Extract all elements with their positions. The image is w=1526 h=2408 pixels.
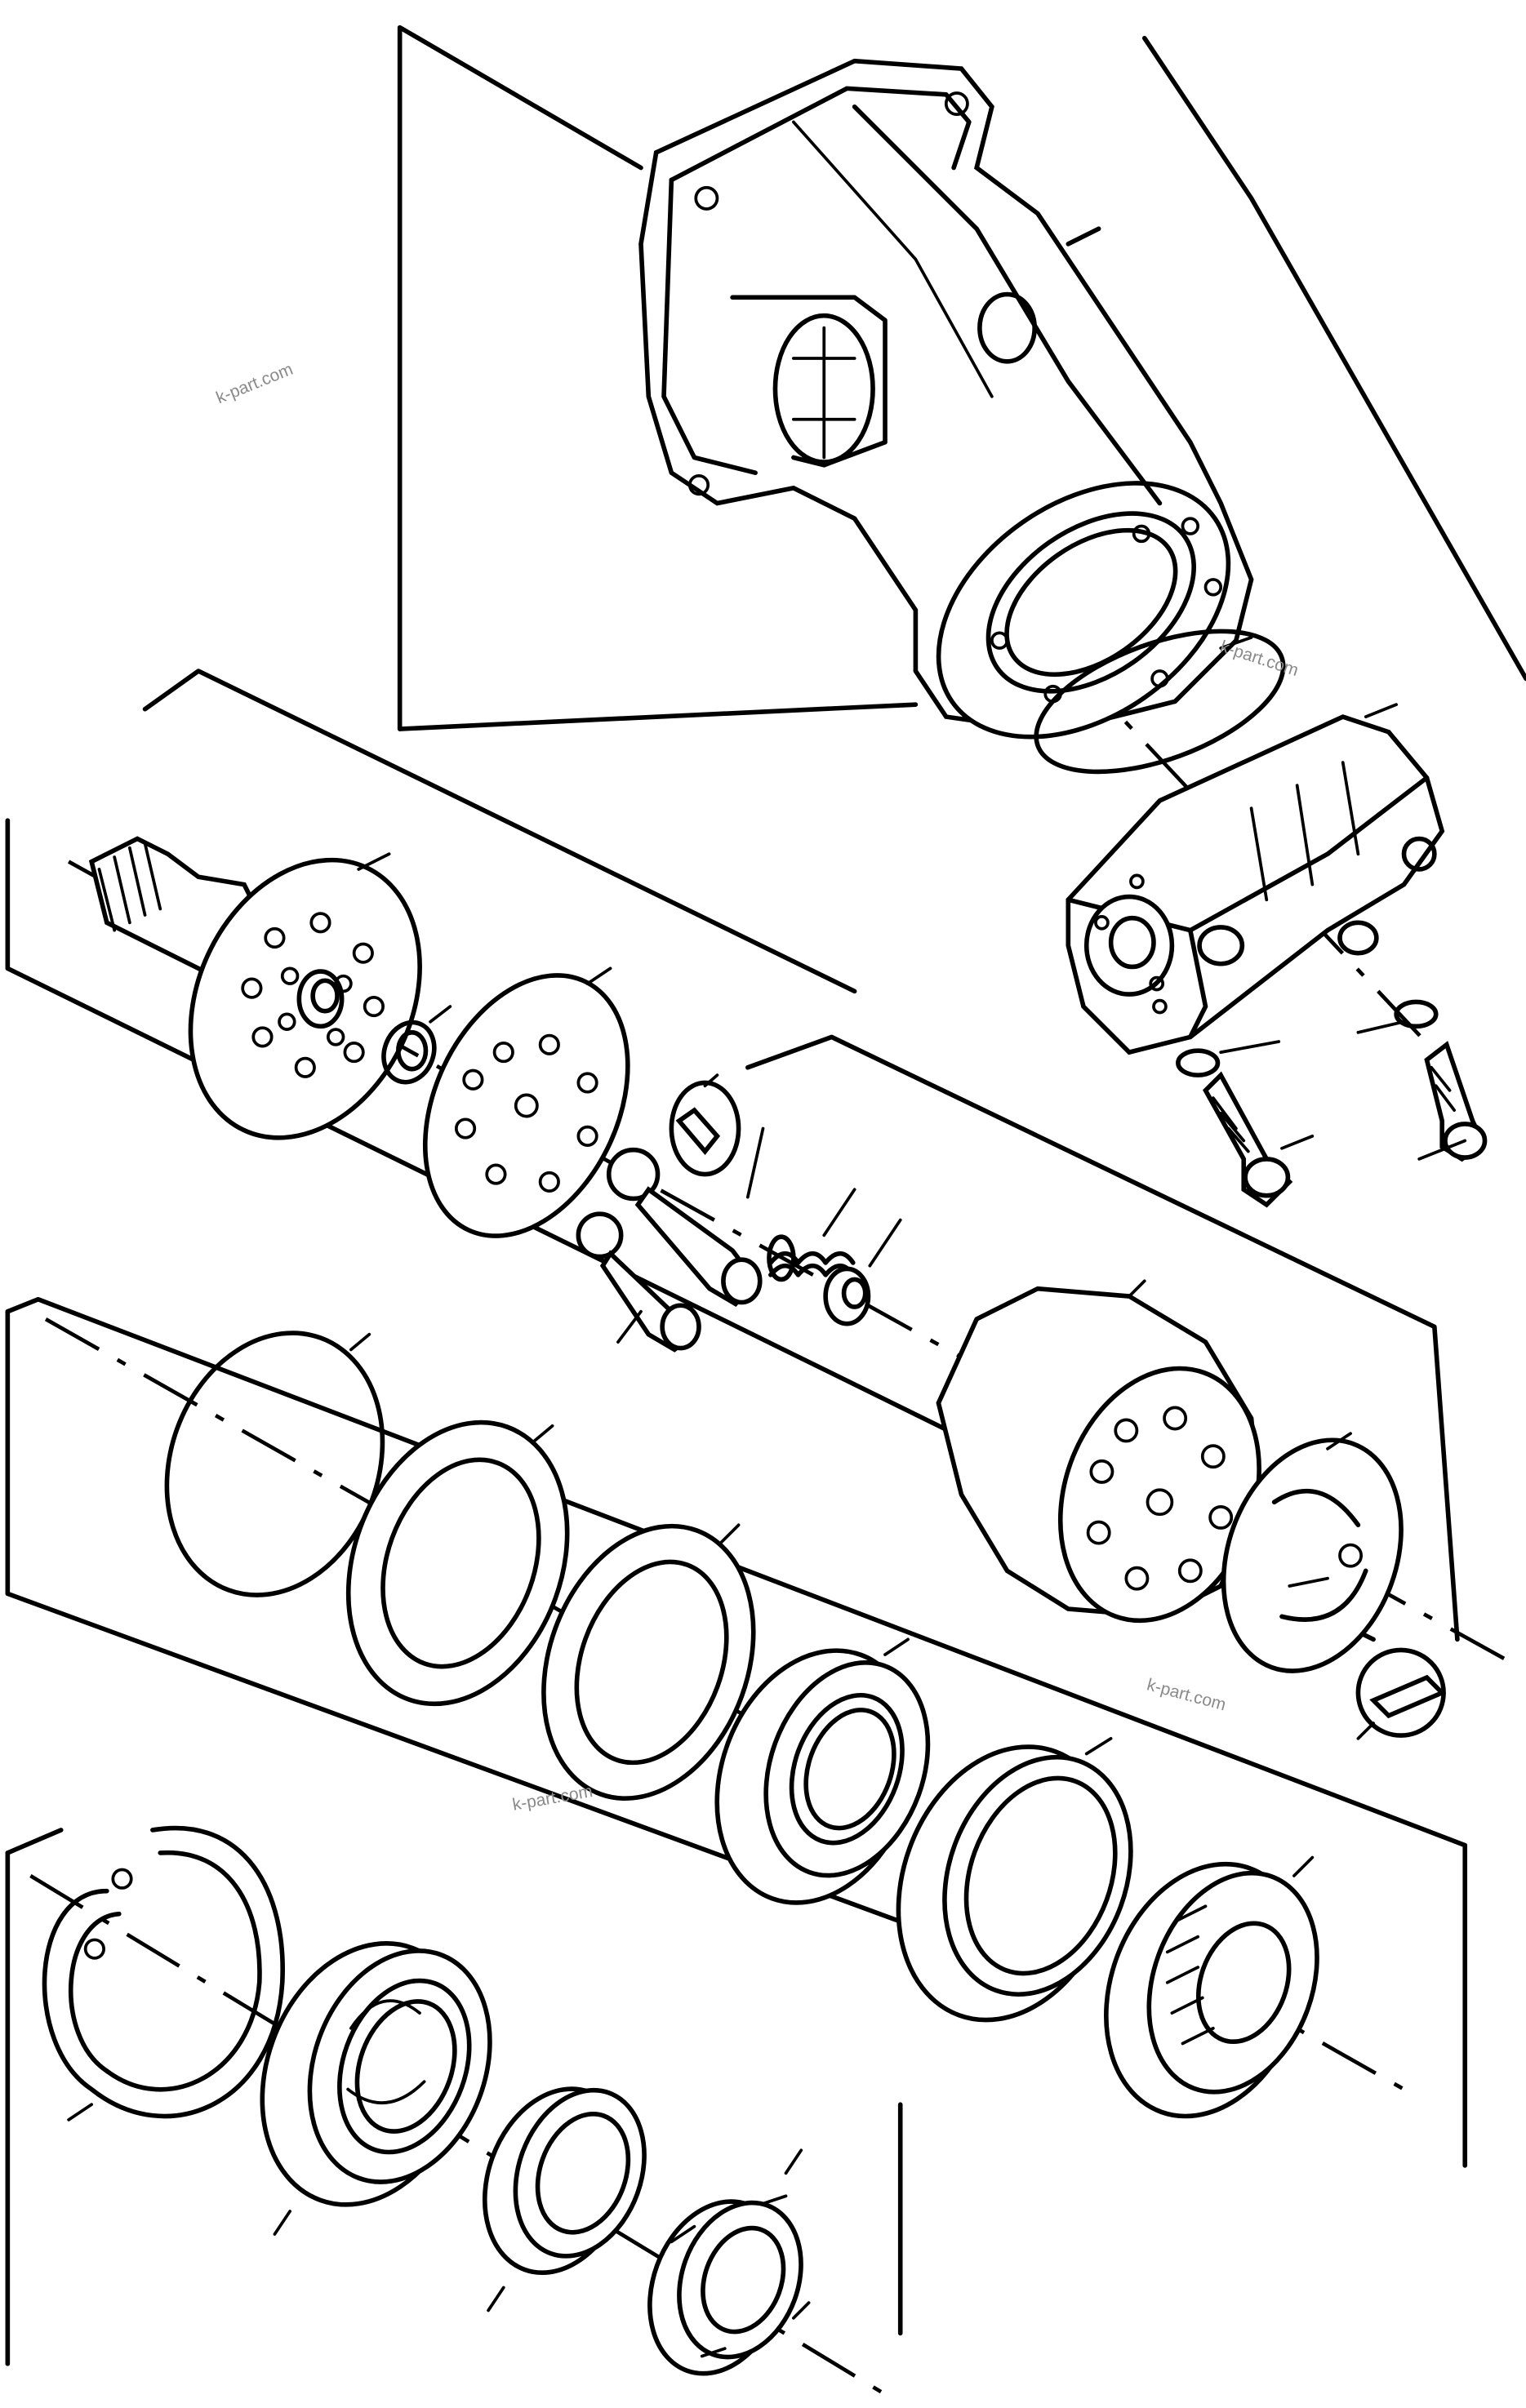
group-outline-middle [5, 669, 1460, 1642]
output-shaft-flange [88, 836, 422, 1140]
pistons [576, 1126, 765, 1353]
spring [767, 1188, 856, 1282]
spacer [896, 1736, 1133, 2023]
taper-roller-bearing [1104, 1855, 1319, 2119]
valve-plate [1221, 1432, 1404, 1673]
group-outline-upper [397, 24, 1526, 731]
center-pin [669, 1073, 741, 1177]
ball-bearing [714, 1637, 931, 1905]
mounting-bolts [1176, 999, 1488, 1208]
retainer-plate [422, 966, 630, 1238]
valve-block [1066, 703, 1445, 1055]
motor-housing [638, 58, 1254, 740]
housing-o-ring [1034, 629, 1286, 775]
spring-seat [823, 1218, 902, 1326]
bearing-race [482, 2086, 647, 2312]
oil-seal [260, 1941, 492, 2236]
cylinder-block [936, 1279, 1261, 1624]
shim-1 [345, 1419, 570, 1707]
shim-2 [541, 1523, 756, 1801]
group-outline-lower [5, 1296, 1468, 2366]
pin [1355, 1647, 1447, 1740]
lock-nut [647, 2148, 811, 2376]
snap-ring [42, 1825, 285, 2121]
shaft-washer [381, 1005, 452, 1085]
